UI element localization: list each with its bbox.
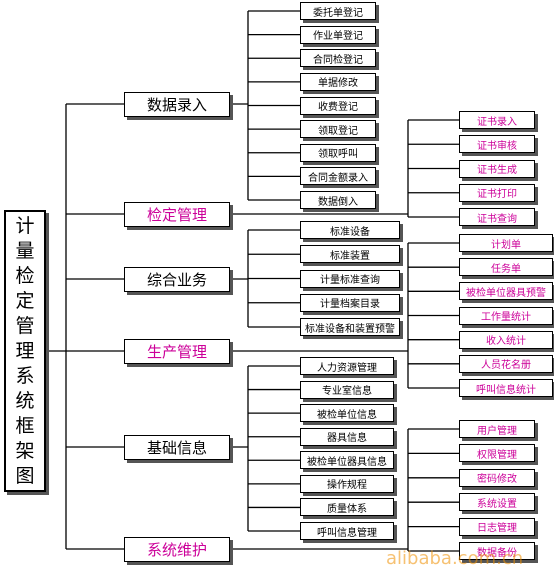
leaf-box: 数据备份 <box>459 542 535 560</box>
leaf-box: 系统设置 <box>459 493 535 512</box>
category-box-5: 基础信息 <box>124 434 230 460</box>
leaf-box: 证书审核 <box>459 135 535 154</box>
leaf-box: 标准设备 <box>300 221 400 239</box>
leaf-box: 日志管理 <box>459 517 535 536</box>
leaf-box: 标准设备和装置预警 <box>300 318 400 336</box>
leaf-box: 计量档案目录 <box>300 293 400 312</box>
leaf-box: 收入统计 <box>459 330 553 349</box>
category-box-2: 检定管理 <box>124 201 230 227</box>
category-box-3: 综合业务 <box>124 266 230 292</box>
leaf-box: 合同检登记 <box>300 49 376 68</box>
leaf-box: 收费登记 <box>300 96 376 115</box>
leaf-box: 专业室信息 <box>300 380 394 399</box>
leaf-box: 合同金额录入 <box>300 167 376 186</box>
leaf-box: 被检单位器具信息 <box>300 451 394 470</box>
leaf-box: 质量体系 <box>300 498 394 517</box>
leaf-box: 证书生成 <box>459 159 535 178</box>
root-title-box: 计量检定管理系统框架图 <box>4 210 46 492</box>
category-box-6: 系统维护 <box>124 536 230 562</box>
category-box-1: 数据录入 <box>124 91 230 117</box>
leaf-box: 用户管理 <box>459 420 535 438</box>
leaf-box: 计划单 <box>459 234 553 252</box>
leaf-box: 计量标准查询 <box>300 269 400 288</box>
leaf-box: 标准装置 <box>300 245 400 264</box>
leaf-box: 权限管理 <box>459 444 535 463</box>
leaf-box: 单据修改 <box>300 72 376 91</box>
leaf-box: 领取呼叫 <box>300 143 376 162</box>
leaf-box: 委托单登记 <box>300 2 376 20</box>
leaf-box: 数据倒入 <box>300 191 376 209</box>
leaf-box: 被检单位器具预警 <box>459 282 553 301</box>
leaf-box: 人力资源管理 <box>300 357 394 375</box>
leaf-box: 呼叫信息管理 <box>300 522 394 540</box>
category-box-4: 生产管理 <box>124 338 230 364</box>
leaf-box: 器具信息 <box>300 427 394 446</box>
leaf-box: 证书打印 <box>459 183 535 202</box>
leaf-box: 密码修改 <box>459 468 535 487</box>
leaf-box: 工作量统计 <box>459 306 553 325</box>
leaf-box: 操作规程 <box>300 474 394 493</box>
leaf-box: 证书查询 <box>459 208 535 226</box>
leaf-box: 人员花名册 <box>459 354 553 373</box>
watermark: alibaba.com.cn <box>386 548 524 569</box>
leaf-box: 被检单位信息 <box>300 404 394 423</box>
leaf-box: 作业单登记 <box>300 25 376 44</box>
leaf-box: 呼叫信息统计 <box>459 379 553 397</box>
leaf-box: 领取登记 <box>300 120 376 139</box>
leaf-box: 证书录入 <box>459 111 535 129</box>
leaf-box: 任务单 <box>459 258 553 277</box>
